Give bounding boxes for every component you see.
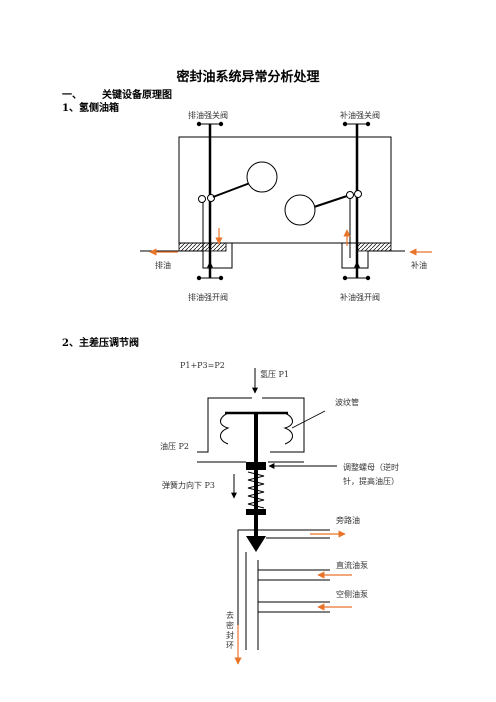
valve-housing-right [262,397,305,453]
pressure-valve-diagram: P1+P3=P2 氢压 P1 波纹管 油压 P2 调整螺母（逆时 针，提高油压）… [160,361,399,665]
right-fill-pipe [341,243,391,269]
adjust-nut [246,462,266,470]
subsection-heading-1: 1、氢侧油箱 [62,103,119,114]
section-heading: 一、 关键设备原理图 [62,86,172,101]
label-adjust-nut-2: 针，提高油压） [343,476,399,486]
label-hydrogen-pressure: 氢压 P1 [260,369,289,379]
to-seal-ring-char: 环 [226,641,234,650]
section-number: 一、 [62,90,82,101]
left-top-dot-2 [218,121,224,127]
to-seal-ring-char: 封 [226,630,234,640]
left-bottom-dot-1 [196,275,202,281]
left-bellows [220,412,230,445]
label-to-seal-ring: 去密封环 [226,610,234,650]
subsection-heading-2: 2、主差压调节阀 [62,338,139,349]
spring [247,471,265,509]
document-title: 密封油系统异常分析处理 [176,70,320,85]
right-float [284,194,316,226]
left-pivot-2 [207,194,215,202]
label-fill-oil: 补油 [411,260,427,270]
label-adjust-nut-1: 调整螺母（逆时 [343,462,399,472]
right-bellows [283,412,293,445]
label-oil-pressure: 油压 P2 [160,441,189,451]
tank-body [178,136,392,244]
left-pivot-1 [198,195,206,203]
valve-plug [246,536,266,552]
left-bottom-dot-2 [218,275,224,281]
label-drain-close-valve: 排油强关阀 [188,110,228,120]
right-top-dot-2 [365,121,371,127]
right-top-dot-1 [342,121,348,127]
label-fill-open-valve: 补油强开阀 [340,292,380,302]
section-title: 关键设备原理图 [102,90,172,101]
hydrogen-tank-diagram: 排油强关阀 补油强关阀 排油强开阀 补油强开阀 排油 补油 [140,110,432,302]
label-equation: P1+P3=P2 [180,361,225,370]
label-bypass-oil: 旁路油 [336,515,360,525]
label-drain-oil: 排油 [155,260,171,270]
left-top-dot-1 [196,121,202,127]
plug-housing [237,529,258,650]
to-seal-ring-char: 去 [226,610,234,620]
valve-housing [197,397,252,453]
label-fill-close-valve: 补油强关阀 [340,110,380,120]
label-air-side-pump: 空侧油泵 [336,589,368,599]
left-float [246,161,278,193]
to-seal-ring-char: 密 [226,620,234,630]
label-dc-oil-pump: 直流油泵 [336,560,368,570]
left-lever [212,182,251,198]
right-hatch-plate [356,242,392,252]
left-drain-pipe [179,243,233,269]
right-bottom-dot-1 [342,275,348,281]
spring-seat [246,509,266,515]
right-bottom-dot-2 [365,275,371,281]
bellows-pointer [291,410,326,429]
label-spring-force: 弹簧力向下 P3 [162,480,215,490]
right-pivot-1 [346,191,354,199]
right-lever [313,195,348,208]
label-bellows: 波纹管 [335,397,359,407]
label-drain-open-valve: 排油强开阀 [188,292,228,302]
right-pivot-2 [354,190,362,198]
